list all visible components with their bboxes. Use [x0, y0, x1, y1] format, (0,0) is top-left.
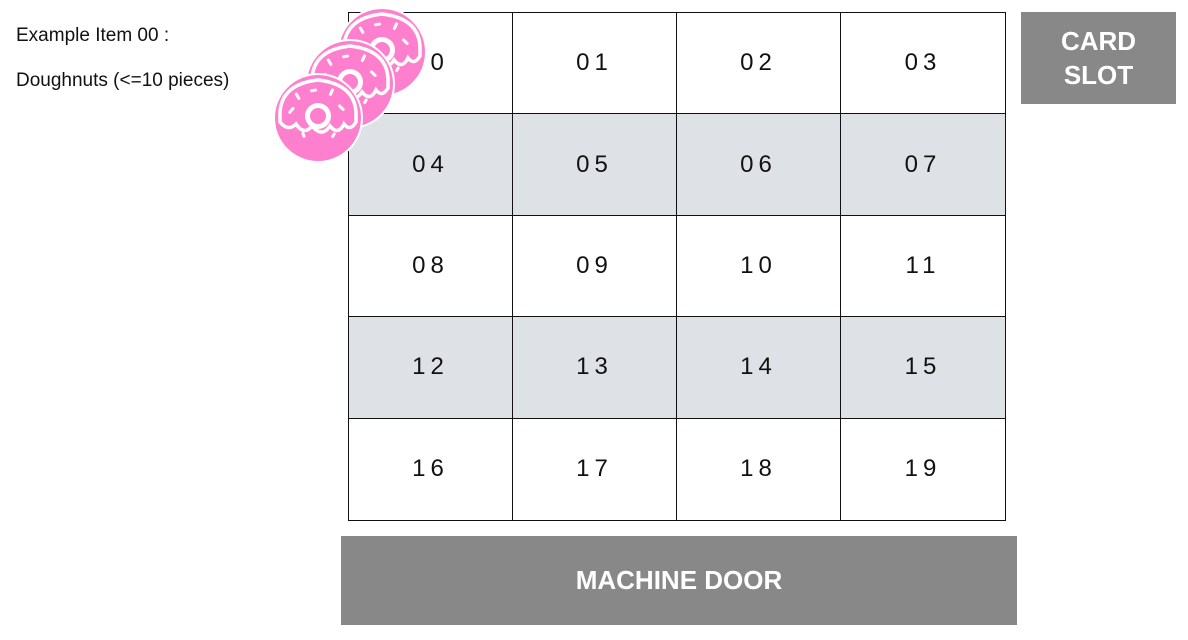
card-slot[interactable]: CARD SLOT	[1021, 12, 1176, 104]
example-item-title: Example Item 00 :	[16, 25, 170, 46]
slot-09[interactable]: 09	[513, 215, 677, 318]
slot-07[interactable]: 07	[841, 114, 1005, 216]
slot-17[interactable]: 17	[513, 418, 677, 520]
example-item-description: Doughnuts (<=10 pieces)	[16, 70, 230, 91]
slot-04[interactable]: 04	[349, 114, 513, 216]
slot-01[interactable]: 01	[513, 13, 677, 115]
slot-05[interactable]: 05	[513, 114, 677, 216]
slot-11[interactable]: 11	[841, 216, 1005, 318]
slot-00[interactable]: 00	[349, 13, 513, 115]
slot-12[interactable]: 12	[349, 317, 513, 419]
machine-door[interactable]: MACHINE DOOR	[341, 536, 1017, 625]
card-slot-label-line1: CARD	[1060, 26, 1137, 56]
slot-10[interactable]: 10	[677, 215, 841, 318]
slot-15[interactable]: 15	[841, 317, 1005, 419]
slot-08[interactable]: 08	[349, 215, 513, 318]
slot-18[interactable]: 18	[677, 418, 841, 520]
slot-19[interactable]: 19	[904, 455, 942, 483]
slot-16[interactable]: 16	[349, 418, 513, 520]
slot-03[interactable]: 03	[841, 13, 1005, 115]
slot-02[interactable]: 02	[677, 13, 841, 115]
vending-slot-grid: 00 01 02 03 04 05 06 07 08 09 10 11 12 1…	[348, 12, 1006, 521]
card-slot-label-line2: SLOT	[1063, 60, 1134, 90]
slot-14[interactable]: 14	[677, 317, 841, 419]
slot-06[interactable]: 06	[677, 114, 841, 216]
slot-13[interactable]: 13	[513, 317, 677, 419]
